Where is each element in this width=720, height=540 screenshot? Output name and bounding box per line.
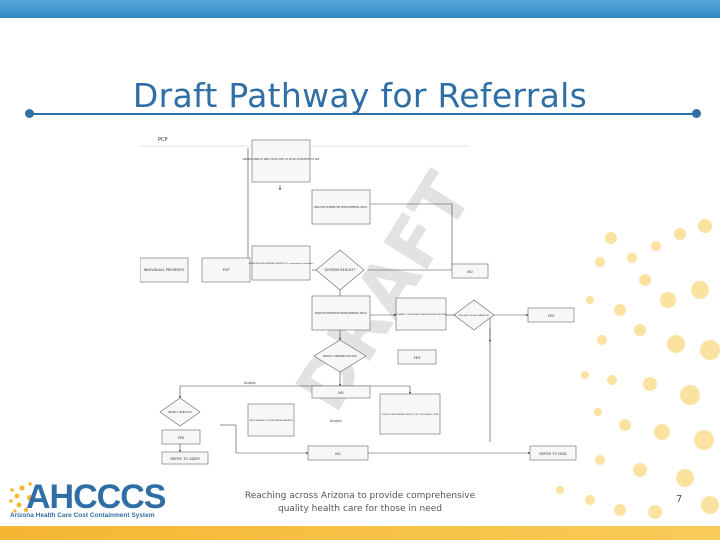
specific-concerns-label: SPECIFIC CONCERNS FOR ASD?: [323, 355, 358, 358]
specific-concerns-decision: [313, 339, 367, 373]
screen-result-decision: [315, 249, 365, 291]
bottom-accent-bar: [0, 526, 720, 540]
refer-azeip-label: REFER TO AZEIP: [170, 457, 200, 461]
individual-presents-node: [140, 257, 189, 283]
yes-mid-node: [397, 349, 437, 365]
slide-title: Draft Pathway for Referrals: [132, 76, 588, 115]
title-rule-right-dot: [692, 109, 701, 118]
footer-tagline: Reaching across Arizona to provide compr…: [240, 490, 480, 516]
logo-wordmark: AHCCCS: [26, 478, 166, 516]
title-rule: [30, 113, 696, 115]
yes-low-node: [161, 429, 201, 445]
yes-right-node: [527, 307, 575, 323]
ahcccs-logo: AHCCCS Arizona Health Care Cost Containm…: [8, 476, 178, 522]
refer-ddd-label: REFER TO DDD: [539, 452, 566, 456]
draft-watermark: DRAFT: [280, 159, 488, 425]
no-mid-node: [311, 385, 371, 399]
yes-low-label: YES: [178, 436, 185, 440]
logo-subtitle: Arizona Health Care Cost Containment Sys…: [10, 512, 155, 519]
screen-with-tool-node: [251, 245, 311, 281]
other-referral-label: OTHER FOR DEVELOPMENTAL SERVICES (OT/PT,…: [381, 413, 439, 416]
top-accent-bar: [0, 0, 720, 18]
no-low-node: [307, 445, 369, 461]
referral-specialist-label: REFERRAL TO A SPECIALIST DIAGNOSING ASD …: [395, 313, 447, 316]
positive-screen-label: POSITIVE SCREEN FOR DEVELOPMENTAL DELAY: [315, 312, 368, 315]
speech-referral-label: SPEECH REFERRAL FOR DEVELOPMENTAL EVALUA…: [249, 419, 293, 422]
footer-line-1: Reaching across Arizona to provide compr…: [244, 491, 476, 501]
screen-result-label: SCREEN RESULT?: [325, 268, 356, 272]
positive-screen-node: [311, 295, 371, 331]
footer-line-2: quality health care for those in need: [278, 504, 442, 514]
negative-screen-label: NEGATIVE SCREEN FOR DEVELOPMENTAL DELAY: [315, 206, 369, 209]
yes-right-label: YES: [548, 314, 555, 318]
no-top-node: [451, 263, 489, 279]
start-node: [251, 139, 311, 183]
no-mid-label: NO: [338, 391, 344, 395]
no-low-label: NO: [335, 452, 341, 456]
negative-screen-node: [311, 189, 371, 225]
sun-icon: [9, 482, 33, 513]
high-risk-label: HIGH RISK FOR ASD DIAGNOSIS?: [458, 314, 489, 317]
page-number: 7: [676, 494, 683, 505]
screen-with-tool-label: SCREEN WITH DEVELOPMENTAL SCREENING TOOL…: [248, 262, 313, 265]
other-referral-node: [379, 393, 441, 435]
individual-presents-label: INDIVIDUAL PRESENTS: [144, 268, 185, 272]
start-node-label: SURVEILLANCE AT WELL CHILD VISIT AT 18 O…: [242, 158, 320, 161]
refer-azeip-node: [161, 451, 209, 465]
high-risk-decision: [453, 299, 495, 331]
pcp-node-label: PCP: [223, 268, 231, 272]
speech-referral-node: [247, 403, 295, 437]
title-rule-left-dot: [25, 109, 34, 118]
referral-specialist-node: [395, 297, 447, 331]
and-or-top-label: And/or: [244, 381, 256, 385]
referral-flowchart: PCP DRAFT: [140, 137, 577, 465]
under-3-decision: [159, 397, 201, 427]
pcp-node: [201, 257, 251, 283]
yes-mid-label: YES: [414, 356, 421, 360]
and-or-mid-label: And/or: [330, 419, 342, 423]
lane-label: PCP: [158, 137, 168, 143]
no-top-label: NO: [467, 270, 473, 274]
refer-ddd-node: [529, 445, 577, 461]
under-3-label: UNDER 3 YEARS OLD?: [168, 411, 193, 414]
